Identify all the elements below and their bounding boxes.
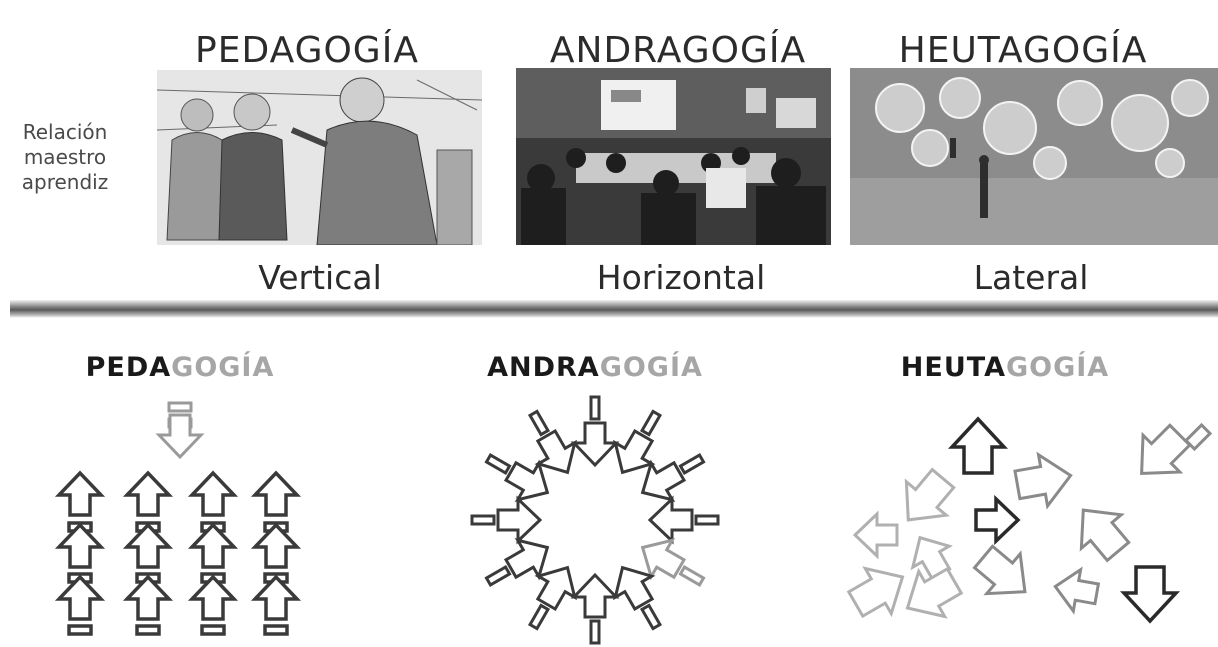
pedagogia-title: PEDAGOGÍA <box>195 30 419 71</box>
relation-label-line: maestro <box>23 145 107 169</box>
teacher-student-sketch <box>157 70 482 245</box>
relation-label-line: aprendiz <box>21 170 109 194</box>
pedagogia-diagram <box>157 401 203 459</box>
pedagogia-arrow-grid <box>57 471 299 636</box>
title-bold-part: ANDRA <box>487 352 600 383</box>
andragogia-bottom-title: ANDRAGOGÍA <box>415 352 775 383</box>
andragogia-title: ANDRAGOGÍA <box>549 30 807 71</box>
section-divider <box>10 300 1218 318</box>
bubbles-landscape-photo <box>850 68 1218 245</box>
heutagogia-arrows <box>841 415 1213 633</box>
vertical-label: Vertical <box>258 258 382 297</box>
title-bold-part: HEUTA <box>900 352 1006 383</box>
relation-label-line: Relación <box>22 120 108 144</box>
pedagogia-bottom-title: PEDAGOGÍA <box>0 352 360 383</box>
heutagogia-bottom-title: HEUTAGOGÍA <box>825 352 1185 383</box>
andragogia-ring <box>470 395 720 645</box>
learning-arrows-diagram <box>57 395 1213 645</box>
classroom-presentation-photo <box>516 68 831 245</box>
relation-label: Relación maestro aprendiz <box>0 120 130 195</box>
horizontal-label: Horizontal <box>596 258 766 297</box>
title-light-part: GOGÍA <box>599 352 703 383</box>
heutagogia-title: HEUTAGOGÍA <box>898 30 1148 71</box>
title-light-part: GOGÍA <box>171 352 275 383</box>
lateral-label: Lateral <box>973 258 1089 297</box>
title-bold-part: PEDA <box>85 352 172 383</box>
title-light-part: GOGÍA <box>1005 352 1110 383</box>
